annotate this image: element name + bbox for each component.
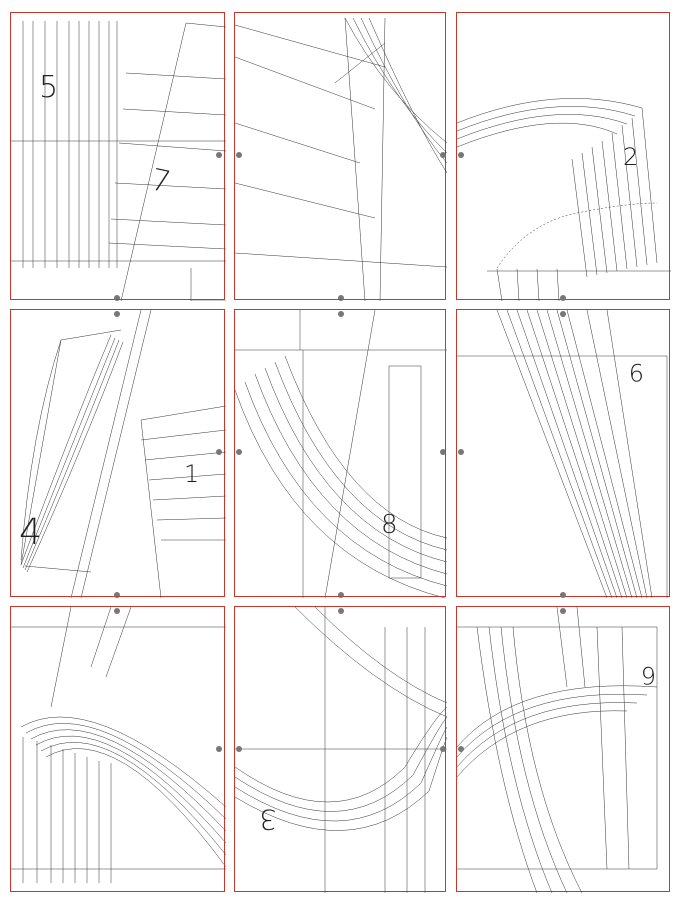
pattern-tile-3-2: 3 bbox=[234, 605, 448, 893]
pattern-lines bbox=[11, 21, 227, 302]
pattern-tile-1-2 bbox=[233, 11, 448, 302]
pattern-lines bbox=[456, 98, 671, 302]
piece-number: 9 bbox=[629, 358, 645, 386]
pattern-lines bbox=[456, 606, 658, 894]
pattern-tile-2-3: 9 bbox=[456, 309, 670, 599]
pattern-lines bbox=[234, 17, 448, 302]
piece-number: 3 bbox=[259, 803, 277, 836]
piece-number: 8 bbox=[381, 510, 398, 540]
pattern-tile-1-3: 2 bbox=[456, 12, 671, 302]
pattern-lines bbox=[234, 309, 448, 599]
piece-number: 6 bbox=[641, 661, 657, 689]
pattern-lines bbox=[11, 606, 227, 883]
pattern-tile-3-3: 6 bbox=[456, 606, 670, 894]
piece-number: 5 bbox=[39, 70, 59, 105]
pattern-lines bbox=[20, 309, 227, 599]
pattern-tile-3-1 bbox=[10, 605, 227, 893]
piece-number: 2 bbox=[623, 143, 639, 171]
piece-number: 4 bbox=[19, 512, 42, 553]
pattern-tile-2-1: 4 1 bbox=[9, 308, 227, 599]
pattern-tile-2-2: 8 bbox=[233, 308, 448, 599]
pattern-tile-1-1: 5 7 bbox=[9, 11, 227, 302]
piece-number-secondary: 1 bbox=[184, 460, 200, 488]
pattern-lines bbox=[234, 606, 448, 893]
pattern-lines bbox=[457, 309, 668, 599]
